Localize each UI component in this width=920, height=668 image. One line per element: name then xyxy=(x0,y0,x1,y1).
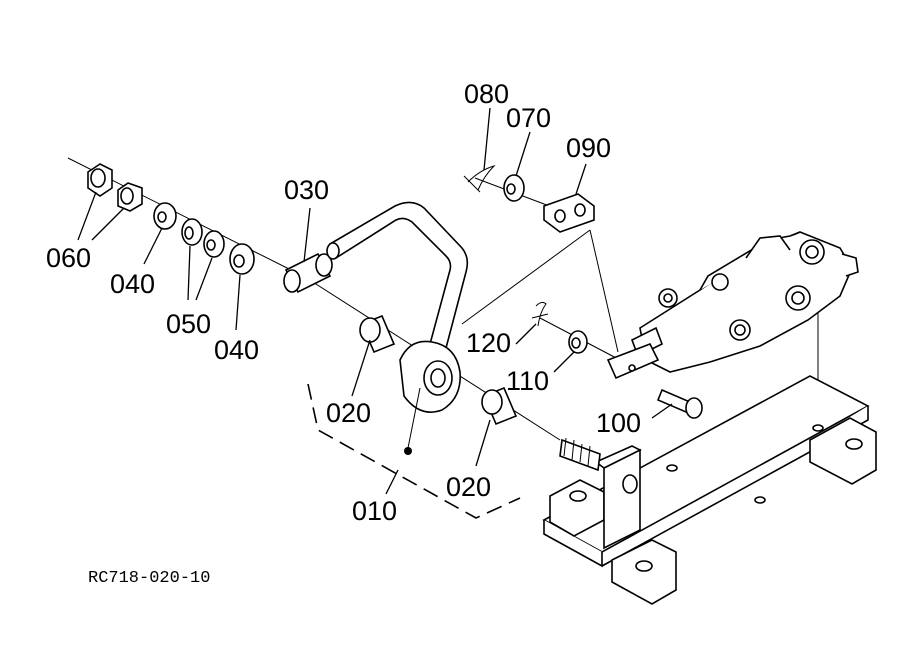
clevis-pin-100 xyxy=(656,388,703,419)
label-120: 120 xyxy=(466,328,511,358)
label-020-a: 020 xyxy=(326,398,371,428)
label-080: 080 xyxy=(464,79,509,109)
part-labels: 080 070 090 030 060 040 050 040 120 110 … xyxy=(46,79,641,526)
nut-060 xyxy=(87,163,143,212)
cotter-pin-080 xyxy=(463,164,496,193)
split-pin-120 xyxy=(531,301,549,327)
plate-090 xyxy=(543,193,595,233)
label-010: 010 xyxy=(352,496,397,526)
lever-arm-010 xyxy=(326,201,469,455)
label-050: 050 xyxy=(166,309,211,339)
figure-code: RC718-020-10 xyxy=(88,569,210,588)
label-090: 090 xyxy=(566,133,611,163)
label-040-b: 040 xyxy=(214,335,259,365)
washer-110 xyxy=(568,330,588,354)
label-030: 030 xyxy=(284,175,329,205)
label-070: 070 xyxy=(506,103,551,133)
base-plate xyxy=(542,375,877,605)
leader-lines xyxy=(77,107,673,495)
sleeve-030 xyxy=(283,252,333,294)
washer-070 xyxy=(503,174,525,202)
valve-body xyxy=(606,231,859,380)
label-110: 110 xyxy=(506,366,549,396)
assembly-bracket-010 xyxy=(307,383,521,519)
label-100: 100 xyxy=(596,408,641,438)
bushing-020 xyxy=(359,314,518,426)
bracket xyxy=(559,437,642,550)
label-040-a: 040 xyxy=(110,269,155,299)
washer-040-050 xyxy=(153,202,255,275)
label-060: 060 xyxy=(46,243,91,273)
label-020-b: 020 xyxy=(446,472,491,502)
